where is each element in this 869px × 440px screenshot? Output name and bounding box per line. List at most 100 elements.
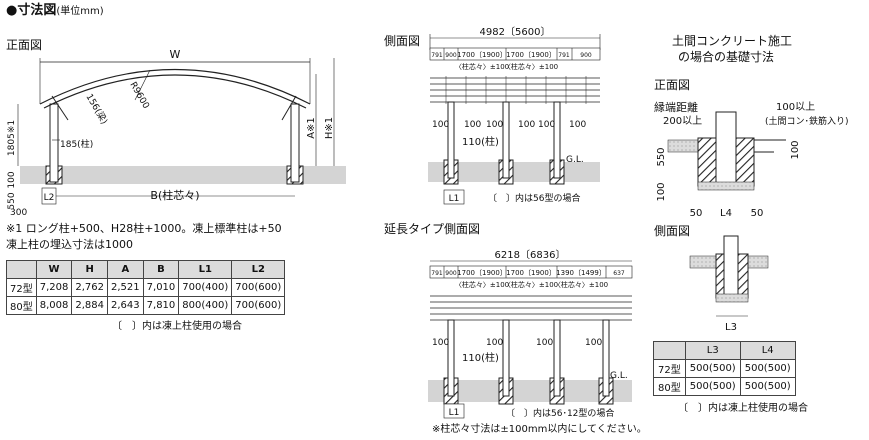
side-100-e: 100: [538, 120, 555, 130]
foundation-table: L3 L4 72型 500(500) 500(500) 80型 500(500)…: [653, 341, 796, 396]
front-300-label: 300: [10, 208, 27, 218]
side-total: 4982〔5600〕: [480, 26, 551, 38]
side-seg-2: 900: [445, 52, 457, 59]
side-gl: G.L.: [566, 155, 584, 165]
spec-cell: 7,208: [35, 278, 73, 297]
ft-h2: L4: [739, 341, 796, 360]
table-row: 80型 500(500) 500(500): [653, 377, 796, 396]
spec-header-row: W H A B L1 L2: [6, 260, 286, 279]
ft-cell: 72型: [653, 359, 686, 378]
table-row: 80型 8,008 2,884 2,643 7,810 800(400) 700…: [6, 296, 286, 315]
foundation-side-title: 側面図: [654, 224, 691, 238]
ext-sub-1: 〈柱芯々〉±100: [455, 280, 509, 289]
found-L4: L4: [720, 208, 732, 219]
ext-seg-2: 900: [445, 270, 457, 277]
ft-cell: 500(500): [684, 377, 741, 396]
page-title: ●寸法図(単位mm): [6, 4, 104, 19]
ext-100-a: 100: [432, 338, 449, 348]
side-seg-1: 791: [431, 52, 443, 59]
side-view-title: 側面図: [384, 34, 421, 48]
spec-cell: 80型: [6, 296, 37, 315]
found-v100b: 100: [790, 140, 801, 159]
spec-h0: [6, 260, 37, 279]
found-h50b: 50: [751, 208, 764, 219]
foundation-title-2: の場合の基礎寸法: [678, 50, 775, 64]
spec-cell: 7,810: [142, 296, 180, 315]
side-L1: L1: [449, 194, 460, 204]
note-1: ※1 ロング柱+500、H28柱+1000。凍上標準柱は+50: [6, 222, 282, 235]
ext-seg-5: 1390〔1499〕: [556, 269, 606, 277]
ext-seg-4: 1700〔1900〕: [506, 269, 556, 277]
ext-footnote: ※柱芯々寸法は±100mm以内にしてください。: [432, 422, 647, 435]
ext-100-c: 100: [536, 338, 553, 348]
table-row: 72型 500(500) 500(500): [653, 359, 796, 378]
ft-h0: [653, 341, 686, 360]
spec-h5: L1: [178, 260, 233, 279]
front-B-label: B(柱芯々): [150, 188, 199, 202]
side-sub-2: 〈柱芯々〉±100: [504, 62, 558, 71]
side-seg-3: 1700〔1900〕: [457, 51, 507, 59]
ext-sub-3: 〈柱芯々〉±100: [554, 280, 608, 289]
found-e200: 200以上: [663, 115, 702, 127]
foundation-side: L3: [689, 235, 769, 333]
ext-L1: L1: [449, 408, 460, 418]
front-A-label: A※1: [306, 117, 317, 139]
ext-total: 6218〔6836〕: [495, 249, 566, 261]
column-right: [290, 103, 300, 183]
front-view: W R9600 156(梁) 185(柱) A※1 H※1 1805※1 100…: [7, 48, 346, 218]
ft-cell: 500(500): [739, 377, 796, 396]
ext-view-title: 延長タイプ側面図: [384, 222, 481, 236]
found-e100sub: (土間コン･鉄筋入り): [765, 115, 849, 127]
side-100-c: 100: [486, 120, 503, 130]
front-view-title: 正面図: [6, 38, 43, 52]
ext-seg-6: 637: [613, 270, 625, 277]
extended-side-view: 6218〔6836〕 791 900 1700〔1900〕 1700〔1900〕…: [428, 249, 647, 435]
spec-cell: 7,010: [142, 278, 180, 297]
beam-left: [51, 95, 69, 121]
side-seg-6: 900: [580, 52, 592, 59]
spec-cell: 700(600): [231, 296, 286, 315]
side-100-d: 100: [518, 120, 535, 130]
ground: [20, 166, 346, 184]
found-edge: 縁端距離: [654, 100, 698, 114]
title-text: ●寸法図: [6, 3, 57, 18]
title-unit: (単位mm): [56, 6, 104, 17]
spec-cell: 700(600): [231, 278, 286, 297]
side-seg-5: 791: [558, 52, 570, 59]
ext-100-b: 100: [486, 338, 503, 348]
spec-cell: 2,643: [107, 296, 144, 315]
front-W-label: W: [170, 48, 181, 61]
foundation-title-1: 土間コンクリート施工: [672, 34, 793, 48]
spec-cell: 8,008: [35, 296, 73, 315]
side-100-b: 100: [464, 120, 481, 130]
ext-sub-2: 〈柱芯々〉±100: [504, 280, 558, 289]
front-radius-label: R9600: [127, 81, 150, 111]
spec-h6: L2: [231, 260, 286, 279]
side-sub-1: 〈柱芯々〉±100: [455, 62, 509, 71]
ext-note: 〔 〕内は56･12型の場合: [506, 407, 614, 419]
ft-h1: L3: [684, 341, 741, 360]
ext-100-d: 100: [585, 338, 602, 348]
ext-seg-3: 1700〔1900〕: [457, 269, 507, 277]
ft-header-row: L3 L4: [653, 341, 796, 360]
roof-outer: [39, 68, 311, 105]
table-row: 72型 7,208 2,762 2,521 7,010 700(400) 700…: [6, 278, 286, 297]
side-view: 4982〔5600〕 791 900 1700〔1900〕 1700〔1900〕…: [428, 26, 601, 205]
spec-cell: 2,521: [107, 278, 144, 297]
found-h50a: 50: [690, 208, 703, 219]
note-2: 凍上柱の埋込寸法は1000: [6, 238, 133, 251]
front-H-label: H※1: [324, 117, 335, 139]
found-L3: L3: [725, 322, 737, 333]
spec-h3: A: [107, 260, 144, 279]
side-pillar: 110(柱): [462, 135, 499, 148]
front-550-label: 550: [7, 192, 17, 209]
ext-seg-1: 791: [431, 270, 443, 277]
spec-table: W H A B L1 L2 72型 7,208 2,762 2,521 7,01…: [6, 260, 286, 315]
side-100-a: 100: [432, 120, 449, 130]
foundation-table-note: 〔 〕内は凍上柱使用の場合: [678, 403, 808, 414]
spec-cell: 72型: [6, 278, 37, 297]
spec-h1: W: [35, 260, 73, 279]
spec-cell: 2,762: [71, 278, 109, 297]
found-v550: 550: [656, 147, 667, 166]
